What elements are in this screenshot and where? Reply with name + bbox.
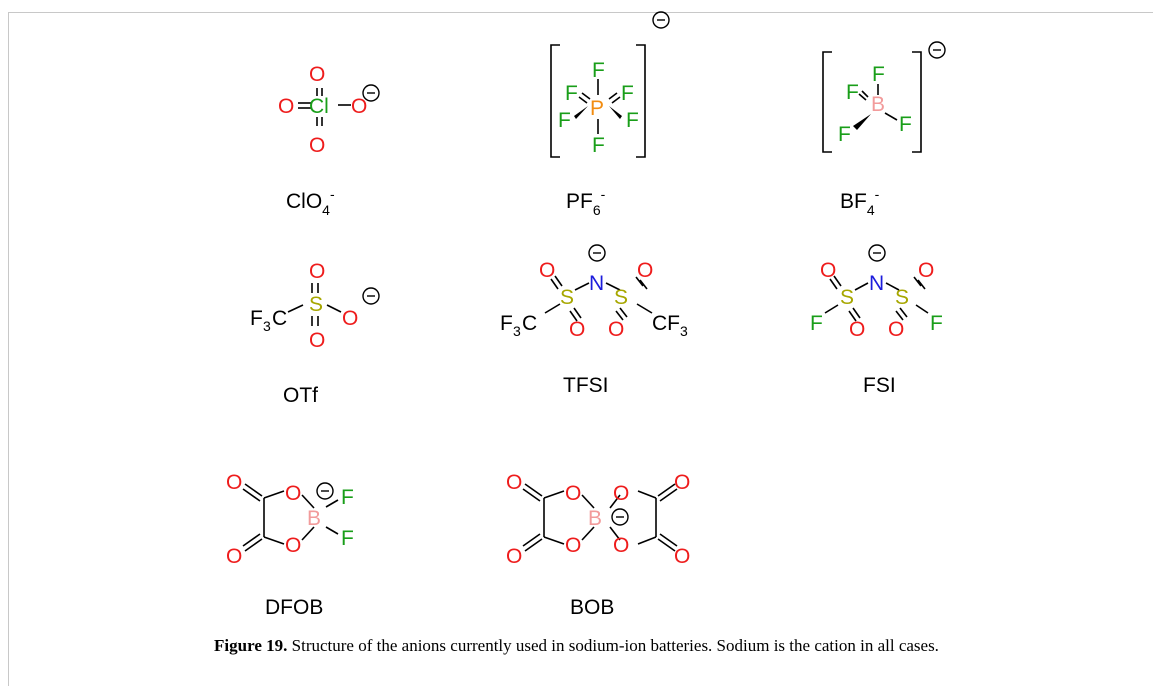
svg-text:O: O: [613, 482, 629, 505]
svg-text:F: F: [565, 82, 578, 105]
svg-text:3: 3: [263, 318, 271, 334]
svg-text:O: O: [226, 545, 242, 568]
svg-text:F: F: [838, 123, 851, 146]
label-pf6: PF6-: [566, 186, 606, 218]
clo4-structure: O O Cl O O: [278, 63, 367, 157]
svg-text:S: S: [840, 286, 854, 309]
svg-text:B: B: [307, 507, 321, 530]
label-tfsi: TFSI: [563, 374, 609, 397]
svg-text:O: O: [613, 534, 629, 557]
svg-text:C: C: [522, 312, 537, 335]
dfob-structure: O O B F F O O: [226, 471, 354, 568]
svg-text:S: S: [614, 286, 628, 309]
svg-text:O: O: [820, 259, 836, 282]
svg-text:F: F: [930, 312, 943, 335]
anion-structures-diagram: O O Cl O O F F F P F F F F F B F F F 3 C…: [226, 11, 946, 619]
svg-text:F: F: [592, 134, 605, 157]
svg-text:P: P: [590, 97, 604, 120]
svg-text:O: O: [351, 95, 367, 118]
svg-text:3: 3: [680, 323, 688, 339]
svg-text:F: F: [341, 527, 354, 550]
svg-text:F: F: [558, 109, 571, 132]
svg-text:F: F: [872, 63, 885, 86]
svg-text:O: O: [539, 259, 555, 282]
bob-structure: O O O O B O O O O: [506, 471, 690, 568]
svg-text:F: F: [341, 486, 354, 509]
svg-text:3: 3: [513, 323, 521, 339]
svg-text:S: S: [895, 286, 909, 309]
svg-text:O: O: [309, 260, 325, 283]
caption-text: Structure of the anions currently used i…: [287, 636, 939, 655]
bf4-structure: F F B F F: [838, 63, 912, 146]
label-dfob: DFOB: [265, 596, 323, 619]
svg-text:O: O: [849, 318, 865, 341]
svg-text:O: O: [888, 318, 904, 341]
svg-text:N: N: [589, 272, 604, 295]
svg-text:O: O: [309, 63, 325, 86]
svg-text:O: O: [569, 318, 585, 341]
svg-text:O: O: [278, 95, 294, 118]
tfsi-structure: O N O S S F 3 C O O CF 3: [500, 259, 688, 341]
otf-structure: F 3 C O S O O: [250, 260, 358, 352]
figure-caption: Figure 19. Structure of the anions curre…: [0, 636, 1153, 656]
label-clo4: ClO4-: [286, 186, 335, 218]
svg-text:O: O: [674, 545, 690, 568]
svg-text:O: O: [608, 318, 624, 341]
svg-text:C: C: [272, 307, 287, 330]
svg-text:F: F: [592, 59, 605, 82]
svg-text:Cl: Cl: [309, 95, 329, 118]
svg-text:O: O: [342, 307, 358, 330]
svg-text:O: O: [565, 534, 581, 557]
svg-text:O: O: [506, 545, 522, 568]
svg-text:F: F: [621, 82, 634, 105]
svg-text:B: B: [588, 507, 602, 530]
svg-text:F: F: [899, 113, 912, 136]
svg-text:F: F: [846, 81, 859, 104]
svg-text:O: O: [226, 471, 242, 494]
svg-text:O: O: [285, 482, 301, 505]
label-otf: OTf: [283, 384, 318, 407]
svg-text:S: S: [309, 293, 323, 316]
svg-text:F: F: [500, 312, 513, 335]
svg-text:O: O: [674, 471, 690, 494]
svg-text:O: O: [285, 534, 301, 557]
svg-text:O: O: [918, 259, 934, 282]
svg-text:N: N: [869, 272, 884, 295]
label-bf4: BF4-: [840, 186, 880, 218]
svg-text:F: F: [626, 109, 639, 132]
svg-text:F: F: [810, 312, 823, 335]
svg-text:CF: CF: [652, 312, 680, 335]
label-fsi: FSI: [863, 374, 896, 397]
svg-text:O: O: [565, 482, 581, 505]
svg-text:O: O: [309, 134, 325, 157]
svg-text:F: F: [250, 307, 263, 330]
svg-text:B: B: [871, 93, 885, 116]
figure-frame: [8, 12, 1153, 686]
pf6-structure: F F F P F F F: [558, 59, 639, 157]
label-bob: BOB: [570, 596, 614, 619]
svg-text:O: O: [506, 471, 522, 494]
negative-charge-icons: [316, 11, 946, 526]
caption-label: Figure 19.: [214, 636, 288, 655]
fsi-structure: O N O S S F O O F: [810, 259, 943, 341]
svg-text:S: S: [560, 286, 574, 309]
svg-text:O: O: [637, 259, 653, 282]
svg-text:O: O: [309, 329, 325, 352]
